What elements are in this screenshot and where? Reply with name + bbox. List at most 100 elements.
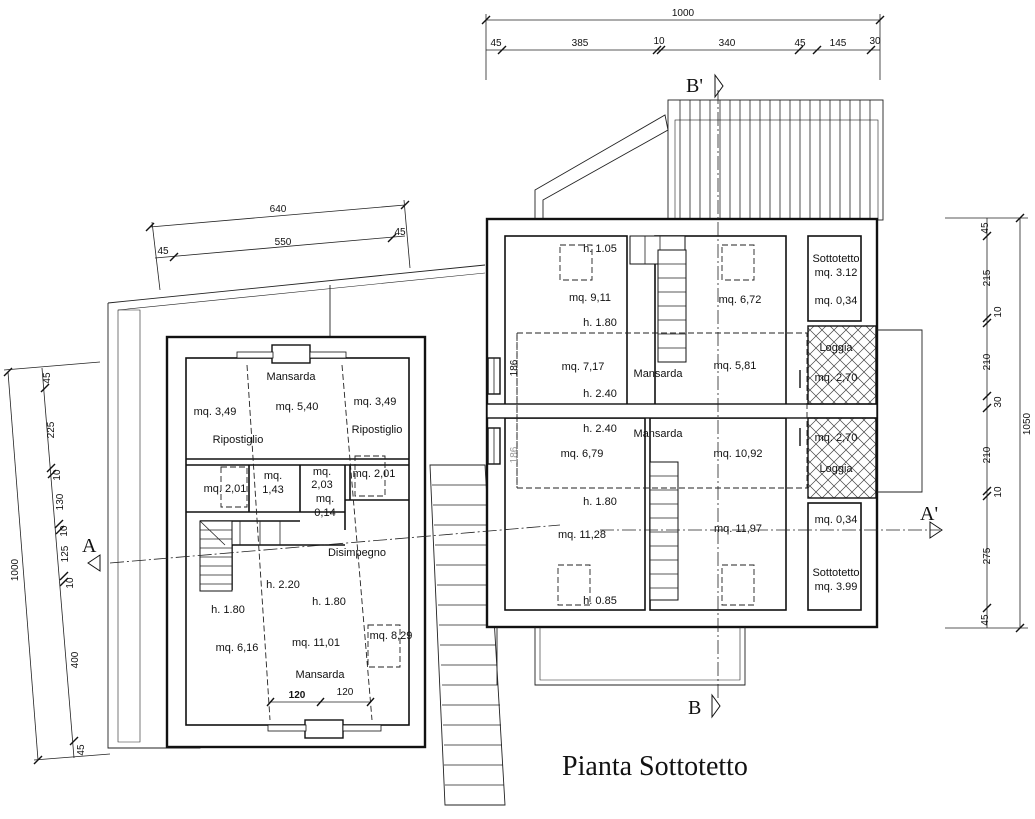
left-height-180-right: h. 1.80 — [312, 596, 346, 608]
right-side-part-6: 210 — [982, 446, 993, 463]
left-side-part-6: 125 — [60, 545, 71, 562]
left-area-mid-right: mq. 8,29 — [370, 630, 413, 642]
right-side-total-dim: 1050 — [1022, 412, 1033, 435]
loggia-bottom-label: Loggia — [819, 463, 853, 475]
dimension-lines: 1000 45 385 10 340 45 145 30 640 45 550 … — [3, 8, 1033, 765]
loggia-bottom-area: mq. 2,70 — [815, 432, 858, 444]
right-top-part-2: 385 — [572, 38, 589, 49]
loggia-top-area: mq. 2,70 — [815, 372, 858, 384]
area-034-bottom: mq. 0,34 — [815, 514, 858, 526]
right-top-part-5: 45 — [794, 38, 806, 49]
left-top-part-3: 45 — [394, 227, 406, 238]
right-side-part-8: 275 — [982, 547, 993, 564]
left-area-top-right: mq. 3,49 — [354, 396, 397, 408]
left-store-3-area-label: mq. — [313, 466, 331, 478]
right-height-240-a: h. 2.40 — [583, 388, 617, 400]
left-side-part-1: 45 — [42, 372, 53, 384]
left-side-part-4: 130 — [55, 493, 66, 510]
loggia-bottom-hatch — [807, 417, 877, 499]
section-lines: A A' B' B — [82, 73, 943, 719]
right-area-mid-left-1: mq. 7,17 — [562, 361, 605, 373]
right-top-part-1: 45 — [490, 38, 502, 49]
right-side-part-7: 10 — [993, 486, 1004, 498]
section-a-label: A — [82, 535, 97, 557]
right-area-mid-right-2: mq. 10,92 — [714, 448, 763, 460]
right-side-part-4: 210 — [982, 353, 993, 370]
left-top-part-1: 45 — [157, 246, 169, 257]
left-area-top-left: mq. 3,49 — [194, 406, 237, 418]
section-a-prime-label: A' — [920, 503, 938, 525]
left-ripostiglio-left: Ripostiglio — [213, 434, 264, 446]
left-side-part-9: 45 — [76, 744, 87, 756]
left-side-part-2: 225 — [46, 421, 57, 438]
right-dim-186-bottom: 186 — [509, 446, 520, 463]
right-stair-bottom — [649, 461, 679, 601]
sottotetto-bottom-area: mq. 3.99 — [815, 581, 858, 593]
right-side-part-1: 45 — [980, 222, 991, 234]
right-top-total-dim: 1000 — [672, 8, 695, 19]
area-034-top: mq. 0,34 — [815, 295, 858, 307]
left-external-stair — [429, 464, 506, 806]
left-store-2-area-value: 1,43 — [262, 484, 283, 496]
left-area-top-center: mq. 5,40 — [276, 401, 319, 413]
right-top-part-7: 30 — [869, 36, 881, 47]
sottotetto-bottom-label: Sottotetto — [812, 567, 859, 579]
left-mansarda-bottom-label: Mansarda — [296, 669, 346, 681]
left-bottom-dim-1: 120 — [289, 690, 306, 701]
left-side-part-7: 10 — [65, 577, 76, 589]
left-unit: Mansarda mq. 3,49 mq. 5,40 mq. 3,49 Ripo… — [107, 264, 506, 806]
left-store-1-area: mq. 2,01 — [204, 483, 247, 495]
left-area-mid-left: mq. 6,16 — [216, 642, 259, 654]
right-roof-stair — [679, 100, 871, 220]
right-area-mid-left-2: mq. 6,79 — [561, 448, 604, 460]
left-area-mid-center: mq. 11,01 — [292, 637, 340, 649]
left-bottom-dim-2: 120 — [337, 687, 354, 698]
loggia-top-label: Loggia — [819, 342, 853, 354]
sottotetto-top-area: mq. 3.12 — [815, 267, 858, 279]
right-side-part-5: 30 — [993, 396, 1004, 408]
left-stair — [199, 520, 281, 592]
section-b-prime-label: B' — [686, 75, 703, 97]
left-height-180-left: h. 1.80 — [211, 604, 245, 616]
right-height-180-b: h. 1.80 — [583, 496, 617, 508]
right-top-part-3: 10 — [653, 36, 665, 47]
left-disimpegno-label: Disimpegno — [328, 547, 386, 559]
sottotetto-top-label: Sottotetto — [812, 253, 859, 265]
right-mansarda-a: Mansarda — [634, 368, 684, 380]
right-side-part-3: 10 — [993, 306, 1004, 318]
right-side-part-2: 215 — [982, 269, 993, 286]
loggia-top-hatch — [807, 325, 877, 405]
left-height-220: h. 2.20 — [266, 579, 300, 591]
right-area-bottom-right: mq. 11,97 — [714, 523, 762, 535]
left-top-total-dim: 640 — [270, 204, 287, 215]
left-small-area-label: mq. — [316, 493, 334, 505]
left-side-part-5: 10 — [59, 525, 70, 537]
right-area-bottom-left: mq. 11,28 — [558, 529, 606, 541]
left-store-3-area-value: 2,03 — [311, 479, 332, 491]
right-height-085: h. 0.85 — [583, 595, 617, 607]
left-store-4-area: mq. 2,01 — [353, 468, 396, 480]
right-dim-186-top: 186 — [509, 359, 520, 376]
left-ripostiglio-right: Ripostiglio — [352, 424, 403, 436]
right-stair-top — [629, 235, 687, 363]
left-mansarda-top-label: Mansarda — [267, 371, 317, 383]
right-height-180-a: h. 1.80 — [583, 317, 617, 329]
right-area-top-left: mq. 9,11 — [569, 292, 611, 304]
right-area-mid-right-1: mq. 5,81 — [714, 360, 757, 372]
left-side-total-dim: 1000 — [10, 558, 21, 581]
right-height-105: h. 1.05 — [583, 243, 617, 255]
left-top-part-2: 550 — [275, 237, 292, 248]
section-b-label: B — [688, 697, 701, 719]
right-mansarda-b: Mansarda — [634, 428, 684, 440]
right-side-part-9: 45 — [980, 614, 991, 626]
right-unit: h. 1.05 mq. 9,11 mq. 6,72 h. 1.80 186 mq… — [485, 99, 923, 686]
drawing-title: Pianta Sottotetto — [562, 751, 748, 782]
left-small-area-value: 0,14 — [314, 507, 335, 519]
left-side-part-8: 400 — [70, 651, 81, 668]
right-height-240-b: h. 2.40 — [583, 423, 617, 435]
right-area-top-right: mq. 6,72 — [719, 294, 762, 306]
right-top-part-4: 340 — [719, 38, 736, 49]
left-store-2-area-label: mq. — [264, 470, 282, 482]
left-side-part-3: 10 — [52, 469, 63, 481]
